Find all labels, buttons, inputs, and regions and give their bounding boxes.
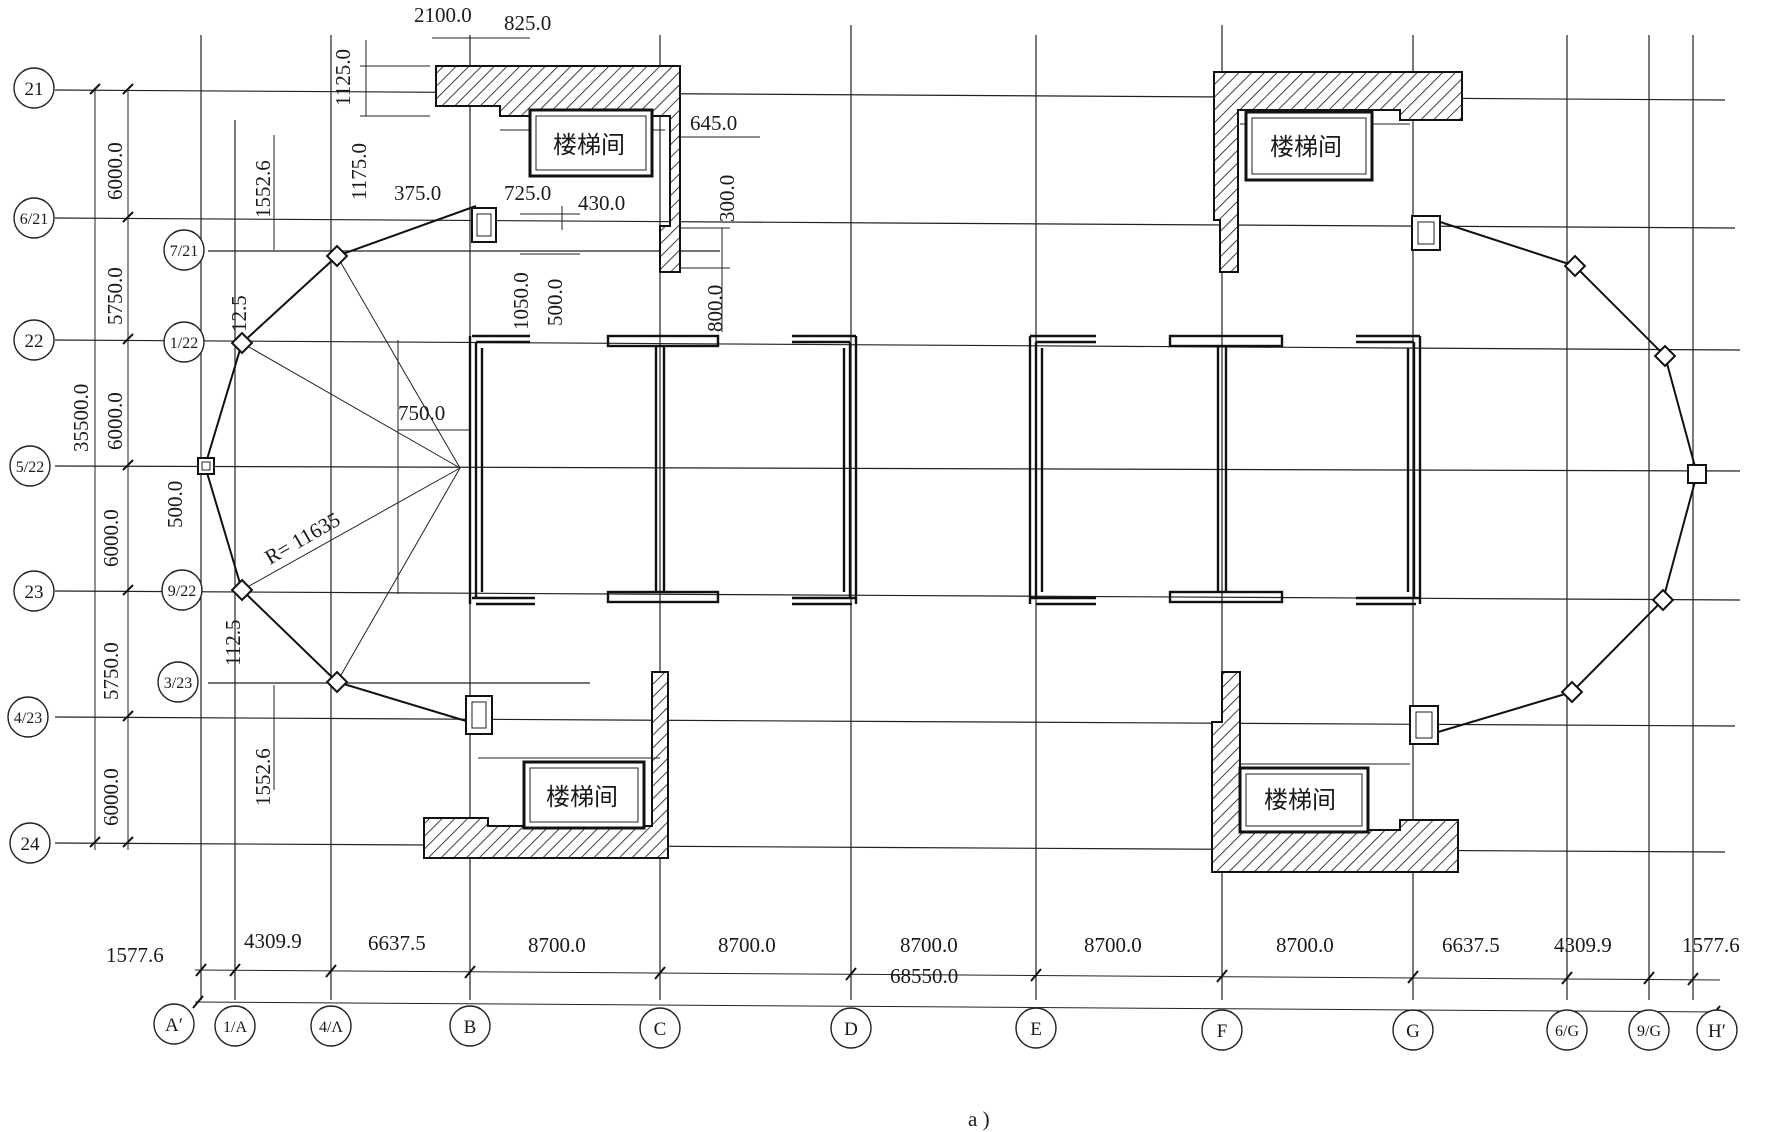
frame-c xyxy=(606,334,720,604)
dim-left-2: 5750.0 xyxy=(103,267,127,325)
dim-bottom-7: 8700.0 xyxy=(1084,933,1142,957)
dim-1552-bottom: 1552.6 xyxy=(251,748,275,806)
dim-bottom-6: 8700.0 xyxy=(900,933,958,957)
column-axis-bubbles: A′ 1/A 4/Λ B C D E F G 6/G 9/G H′ xyxy=(153,1003,1738,1051)
dim-radius: R= 11635 xyxy=(261,507,345,569)
axis-bubble-9-22: 9/22 xyxy=(168,583,196,600)
axis-bubble-f: F xyxy=(1217,1021,1228,1042)
dim-645: 645.0 xyxy=(690,111,737,135)
drawing-labels: 1577.6 4309.9 6637.5 8700.0 8700.0 8700.… xyxy=(69,3,1740,1131)
dim-bottom-2: 4309.9 xyxy=(244,929,302,953)
axis-bubble-d: D xyxy=(844,1019,858,1040)
frame-e xyxy=(1028,334,1096,606)
axis-bubble-24: 24 xyxy=(21,834,41,855)
dim-1175: 1175.0 xyxy=(347,143,371,200)
row-axis-bubbles: 21 6/21 7/21 22 1/22 5/22 9/22 23 3/23 4… xyxy=(7,67,205,864)
axis-bubble-7-21: 7/21 xyxy=(170,243,198,260)
dim-bottom-11: 1577.6 xyxy=(1682,933,1740,957)
dim-bottom-5: 8700.0 xyxy=(718,933,776,957)
dim-bottom-10: 4309.9 xyxy=(1554,933,1612,957)
axis-bubble-22: 22 xyxy=(25,331,44,352)
dimension-lines xyxy=(89,37,1721,1019)
dim-2100: 2100.0 xyxy=(414,3,472,27)
dim-750: 750.0 xyxy=(398,401,445,425)
dim-1552-top: 1552.6 xyxy=(251,160,275,218)
dim-overall-height: 35500.0 xyxy=(69,384,93,452)
axis-bubble-a-prime: A′ xyxy=(165,1015,183,1036)
stair-room-boxes xyxy=(478,108,1410,834)
room-label-bottom-left: 楼梯间 xyxy=(546,783,618,811)
central-frames xyxy=(468,334,1422,606)
axis-bubble-h-prime: H′ xyxy=(1708,1021,1726,1042)
dim-12-5: 12.5 xyxy=(227,295,251,332)
room-label-top-left: 楼梯间 xyxy=(553,131,625,159)
axis-bubble-1-a: 1/A xyxy=(223,1019,247,1036)
dim-left-1: 6000.0 xyxy=(103,142,127,200)
dim-left-4: 6000.0 xyxy=(99,509,123,567)
dim-1050: 1050.0 xyxy=(509,272,533,330)
dim-725: 725.0 xyxy=(504,181,551,205)
frame-d xyxy=(792,334,858,606)
dim-800: 800.0 xyxy=(703,285,727,332)
axis-bubble-9-g: 9/G xyxy=(1637,1023,1661,1040)
dim-bottom-1: 1577.6 xyxy=(106,943,164,967)
left-curved-facade xyxy=(197,205,497,735)
axis-bubble-21: 21 xyxy=(25,79,44,100)
axis-bubble-23: 23 xyxy=(25,582,44,603)
axis-bubble-4-a: 4/Λ xyxy=(319,1019,343,1036)
core-top-left xyxy=(435,65,681,273)
right-curved-facade xyxy=(1409,215,1707,745)
dim-1125: 1125.0 xyxy=(331,49,355,106)
axis-bubble-3-23: 3/23 xyxy=(164,675,192,692)
axis-bubble-b: B xyxy=(464,1017,477,1038)
dim-left-6: 6000.0 xyxy=(99,768,123,826)
dim-375: 375.0 xyxy=(394,181,441,205)
dim-bottom-8: 8700.0 xyxy=(1276,933,1334,957)
axis-bubble-6-21: 6/21 xyxy=(20,211,48,228)
dim-112-5: 112.5 xyxy=(221,620,245,666)
dim-300: 300.0 xyxy=(715,175,739,222)
frame-b xyxy=(468,334,535,606)
axis-bubble-6-g: 6/G xyxy=(1555,1023,1579,1040)
frame-f xyxy=(1168,334,1284,604)
room-label-bottom-right: 楼梯间 xyxy=(1264,786,1336,814)
dim-bottom-9: 6637.5 xyxy=(1442,933,1500,957)
horizontal-grid-lines xyxy=(54,89,1741,853)
room-label-top-right: 楼梯间 xyxy=(1270,133,1342,161)
axis-bubble-5-22: 5/22 xyxy=(16,459,44,476)
core-top-right xyxy=(1213,71,1463,273)
dim-500b: 500.0 xyxy=(163,481,187,528)
dim-bottom-4: 8700.0 xyxy=(528,933,586,957)
frame-g xyxy=(1356,334,1422,606)
dim-left-3: 6000.0 xyxy=(103,392,127,450)
dim-left-5: 5750.0 xyxy=(99,642,123,700)
axis-bubble-c: C xyxy=(654,1019,667,1040)
dim-430: 430.0 xyxy=(578,191,625,215)
dim-overall-length: 68550.0 xyxy=(890,964,958,988)
dim-825: 825.0 xyxy=(504,11,551,35)
dim-500a: 500.0 xyxy=(543,279,567,326)
axis-bubble-1-22: 1/22 xyxy=(170,335,198,352)
figure-caption: a ) xyxy=(968,1107,990,1131)
axis-bubble-g: G xyxy=(1406,1021,1420,1042)
axis-bubble-4-23: 4/23 xyxy=(14,710,42,727)
axis-bubble-e: E xyxy=(1030,1019,1042,1040)
stair-cores xyxy=(423,65,1463,873)
dim-bottom-3: 6637.5 xyxy=(368,931,426,955)
